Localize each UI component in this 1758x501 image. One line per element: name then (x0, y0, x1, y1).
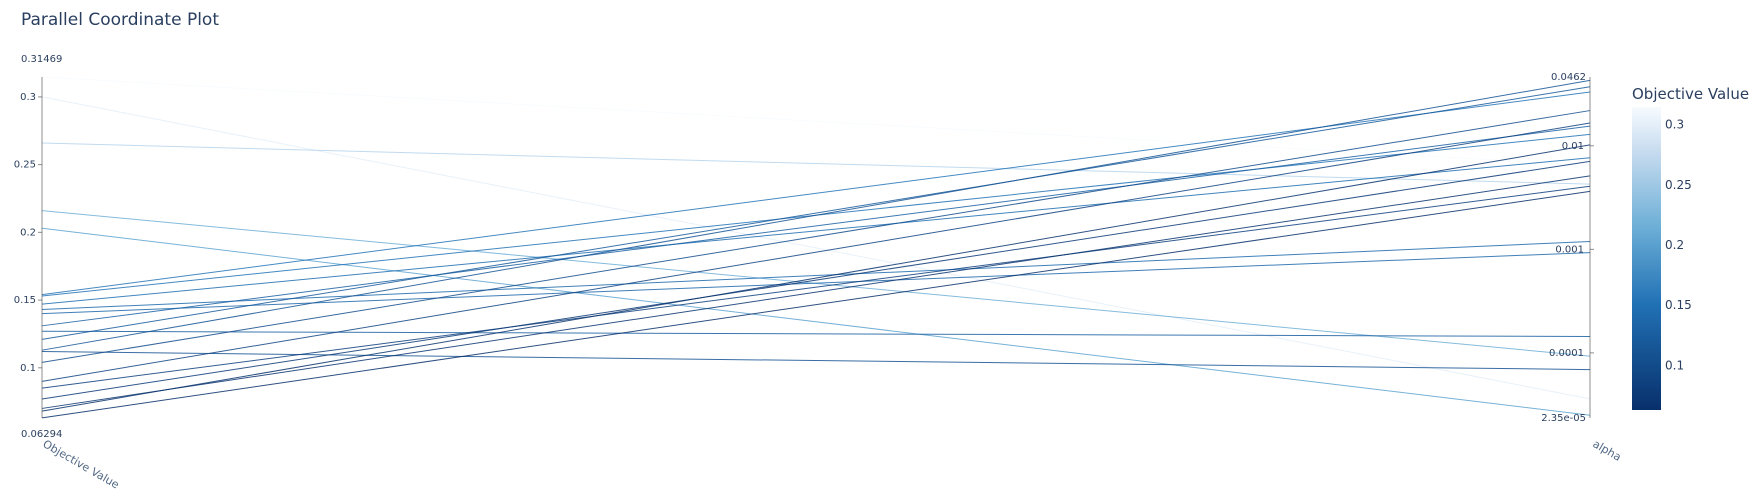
trial-line (41, 96, 1591, 400)
axis-range-max-label: 0.0462 (1551, 72, 1586, 83)
trial-line (41, 190, 1591, 419)
colorbar-tick-label: 0.1 (1665, 358, 1684, 372)
axis-objective-value[interactable]: 0.1 0.15 0.2 0.25 0.3 0.31469 0.06294Objective… (14, 54, 122, 492)
axis-title: Objective Value (41, 437, 122, 491)
colorbar-gradient (1632, 107, 1661, 410)
colorbar: Objective Value 0.1 0.15 0.2 0.25 0.3 (1632, 85, 1749, 410)
axis-tick-label: 0.0001 (1549, 348, 1584, 359)
trial-line (41, 227, 1591, 416)
trial-line (41, 144, 1591, 412)
trial-line (41, 79, 1591, 351)
trial-line (41, 185, 1591, 389)
colorbar-tick-label: 0.25 (1665, 178, 1692, 192)
trial-line (41, 157, 1591, 305)
axis-range-max-label: 0.31469 (21, 54, 62, 65)
axis-tick-label: 0.25 (14, 160, 36, 171)
trial-line (41, 330, 1591, 337)
colorbar-tick-label: 0.15 (1665, 298, 1692, 312)
trial-line (41, 142, 1591, 185)
trial-line (41, 91, 1591, 296)
axis-tick-label: 0.2 (20, 227, 36, 238)
axis-tick-label: 0.001 (1555, 244, 1584, 255)
polyline-layer (41, 76, 1591, 419)
trial-line (41, 241, 1591, 311)
trial-line (41, 160, 1591, 400)
colorbar-tick-label: 0.2 (1665, 238, 1684, 252)
axis-tick-label: 0.3 (20, 92, 36, 103)
axis-range-min-label: 2.35e-05 (1541, 413, 1586, 424)
colorbar-title: Objective Value (1632, 85, 1749, 103)
axis-alpha[interactable]: 0.0001 0.001 0.01 0.0462 2.35e-05 alpha (1541, 72, 1623, 464)
trial-line (41, 122, 1591, 382)
axis-title: alpha (1591, 437, 1624, 464)
trial-line (41, 110, 1591, 363)
chart-title: Parallel Coordinate Plot (21, 10, 219, 30)
axis-tick-label: 0.1 (20, 363, 36, 374)
axis-range-min-label: 0.06294 (21, 429, 62, 440)
colorbar-tick-label: 0.3 (1665, 118, 1684, 132)
trial-line (41, 175, 1591, 409)
trial-line (41, 125, 1591, 327)
trial-line (41, 351, 1591, 371)
axis-tick-label: 0.01 (1562, 141, 1584, 152)
axis-tick-label: 0.15 (14, 295, 36, 306)
trial-line (41, 252, 1591, 315)
trial-line (41, 86, 1591, 340)
trial-line (41, 76, 1591, 166)
